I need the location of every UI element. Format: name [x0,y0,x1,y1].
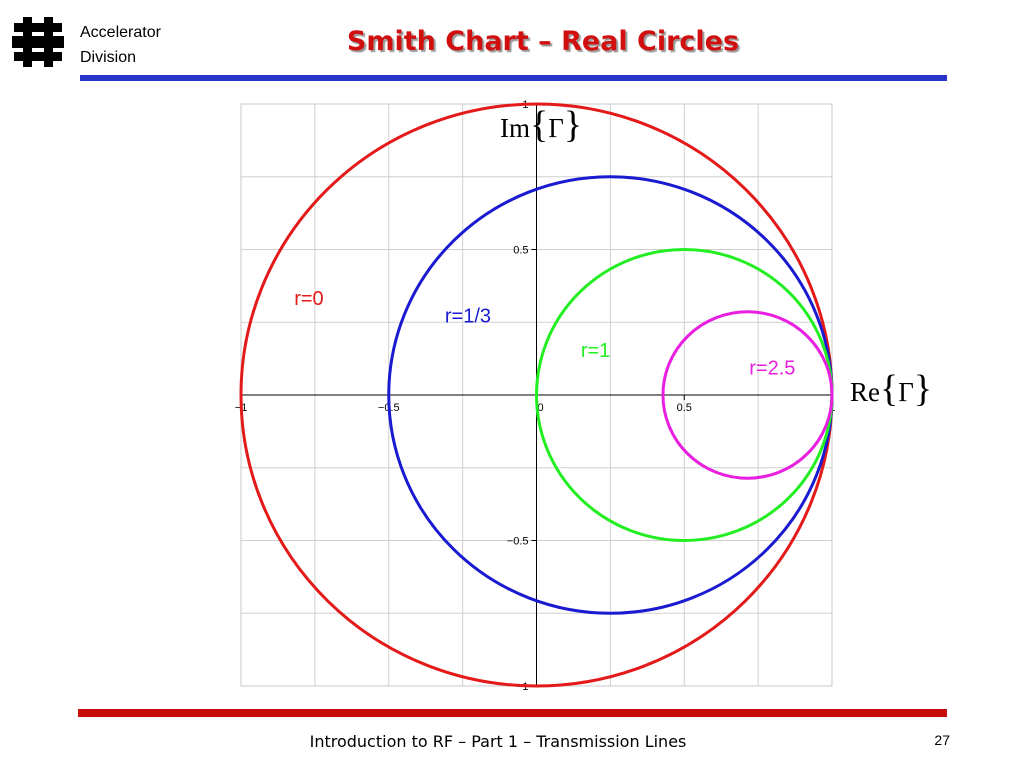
x-tick-label: 0.5 [677,402,692,414]
circle-label: r=2.5 [749,358,795,380]
chart-labels: r=0 r=1/3 r=1 r=2.5 Im{Γ} Re{Γ} [294,104,932,410]
fermilab-logo-icon [12,17,64,67]
org-name-line1: Accelerator [80,24,161,41]
circle-label: r=1/3 [445,305,491,327]
circle-label: r=1 [581,340,610,362]
circle-label: r=0 [294,288,323,310]
y-axis-title: Im{Γ} [500,104,582,146]
y-tick-label: −0.5 [507,536,529,548]
footer-divider [78,709,947,717]
org-name-line2: Division [80,49,137,66]
chart-circles [239,102,834,688]
circle-r-2.5 [661,310,834,480]
footer-text: Introduction to RF – Part 1 – Transmissi… [309,732,687,751]
x-tick-label: 0 [537,402,543,414]
y-tick-label: 0.5 [513,245,528,257]
page-number: 27 [934,732,950,748]
header-divider [80,75,947,81]
page-title: Smith Chart – Real Circles [346,26,740,57]
x-axis-title: Re{Γ} [850,368,932,410]
